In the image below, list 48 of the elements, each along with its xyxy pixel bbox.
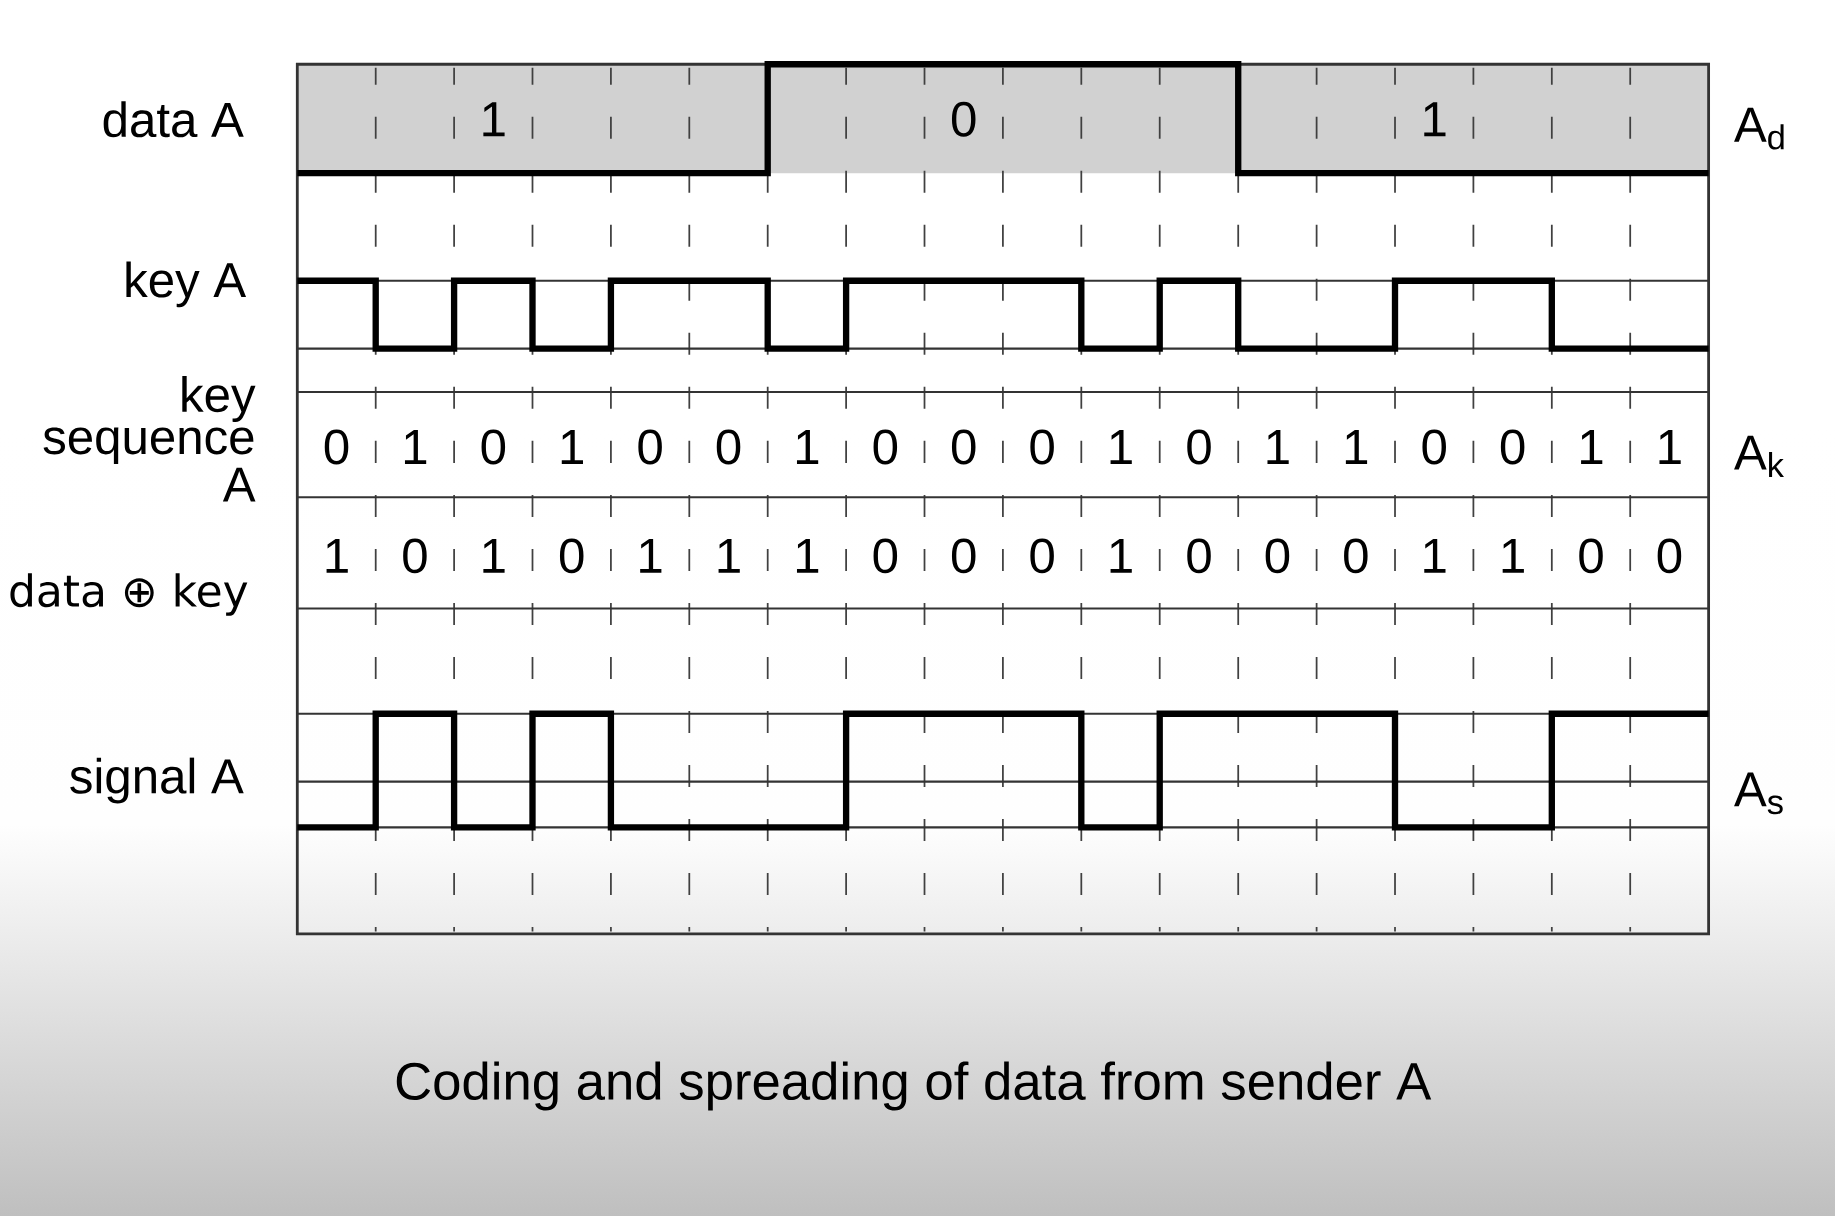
chip-value: 1 [796,539,819,573]
row-label: key A [126,261,247,308]
chip-value: 1 [1502,539,1524,573]
chip-value: 1 [796,430,819,464]
chip-value: 1 [640,539,662,573]
chip-value: 1 [404,430,427,464]
chip-value: 0 [951,429,976,465]
row-label: A$_{k}$ [1734,435,1784,478]
chip-value: 0 [1187,429,1211,465]
chip-value: 1 [1659,430,1681,464]
chip-value: 0 [559,538,584,574]
chip-value: 0 [1030,429,1054,465]
chip-value: 0 [1657,538,1682,574]
chip-value: 1 [1267,430,1289,464]
chip-value: 0 [1500,429,1525,465]
chip-value: 0 [324,429,349,465]
chip-value: 1 [1581,430,1603,464]
chip-value: 0 [1422,429,1446,465]
chip-value: 1 [483,539,505,573]
chip-value: 1 [1110,539,1132,573]
chip-value: 0 [716,429,741,465]
chip-value: 0 [1344,538,1368,574]
chip-value: 1 [561,430,583,464]
chip-value: 0 [873,538,898,574]
row-label: key sequence A [43,376,256,502]
chip-value: 1 [326,539,348,573]
chip-value: 1 [1110,430,1132,464]
row-label: A$_{s}$ [1734,772,1783,815]
chip-value: 1 [1345,430,1368,464]
chip-value: 0 [1265,538,1290,574]
row-label: signal A [70,757,244,804]
bit-value: 1 [1424,102,1446,137]
chip-value: 0 [951,538,976,574]
chip-value: 0 [1030,538,1054,574]
row-label: data A [103,101,244,138]
chip-value: 0 [403,538,427,574]
chip-value: 0 [873,429,898,465]
chip-value: 0 [1579,538,1603,574]
bit-value: 1 [483,102,505,137]
bit-value: 0 [951,101,976,137]
row-label: A$_{d}$ [1734,107,1784,150]
chip-value: 1 [718,539,740,573]
row-label: data ⊕ key [10,573,248,616]
chip-value: 0 [638,429,662,465]
caption: Coding and spreading of data from sender A [396,1061,1432,1111]
chip-value: 0 [481,429,506,465]
chip-value: 1 [1424,539,1446,573]
chip-value: 0 [1187,538,1211,574]
